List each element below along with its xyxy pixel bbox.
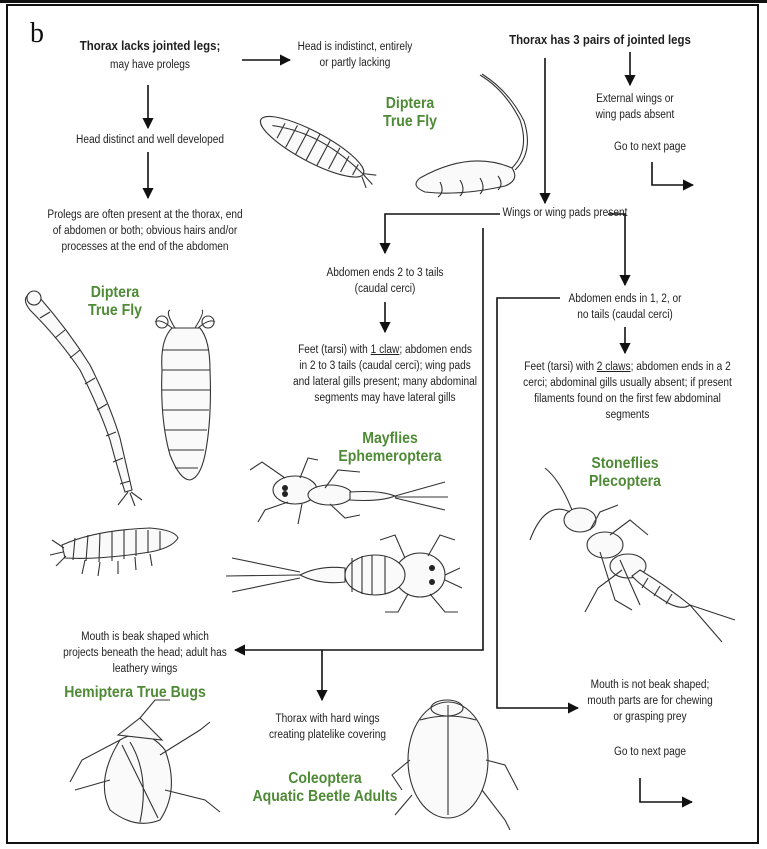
feet-1-claw-line1: Feet (tarsi) with 1 claw; abdomen ends (279, 343, 490, 358)
mouth-not-beak-line1: Mouth is not beak shaped; (584, 678, 716, 693)
mosquito-larva-illustration (25, 291, 142, 506)
feet-1-claw-post: ; abdomen ends (399, 344, 472, 356)
taxon-mayflies-line2: Ephemeroptera (328, 448, 451, 466)
mouth-not-beak-line3: or grasping prey (584, 710, 716, 725)
taxon-stoneflies-line2: Plecoptera (568, 473, 682, 491)
mouth-beak-line1: Mouth is beak shaped which (48, 630, 242, 645)
cranefly-larva-illustration (50, 528, 178, 576)
feet-2-claws-line2: cerci; abdominal gills usually absent; i… (520, 376, 736, 391)
taxon-diptera-1-line1: Diptera (362, 95, 459, 113)
diving-beetle-illustration (392, 700, 518, 830)
taxon-hemiptera: Hemiptera True Bugs (47, 684, 223, 702)
taxon-mayflies-line1: Mayflies (328, 430, 451, 448)
head-indistinct-line2: or partly lacking (293, 56, 416, 71)
abdomen-2-3-line1: Abdomen ends 2 to 3 tails (319, 266, 451, 281)
thorax-3-pairs-title: Thorax has 3 pairs of jointed legs (486, 32, 715, 47)
feet-1-claw-line4: segments may have lateral gills (279, 391, 490, 406)
water-boatman-illustration (70, 700, 220, 823)
feet-2-claws-line1: Feet (tarsi) with 2 claws; abdomen ends … (520, 360, 736, 375)
feet-2-claws-line3: filaments found on the first few abdomin… (520, 392, 736, 407)
thorax-hard-wings-line2: creating platelike covering (264, 728, 392, 743)
feet-1-claw-line3: and lateral gills present; many abdomina… (279, 375, 490, 390)
feet-2-claws-pre: Feet (tarsi) with (524, 361, 597, 373)
taxon-diptera-2-line2: True Fly (67, 302, 164, 320)
wings-absent-line2: wing pads absent (582, 108, 688, 123)
taxon-diptera-2-line1: Diptera (67, 284, 164, 302)
mouth-beak-line2: projects beneath the head; adult has (48, 646, 242, 661)
head-distinct: Head distinct and well developed (66, 133, 233, 148)
stonefly-nymph-illustration (530, 468, 735, 642)
abdomen-1-2-line2: no tails (caudal cerci) (563, 308, 686, 323)
feet-1-claw-line2: in 2 to 3 tails (caudal cerci); wing pad… (279, 359, 490, 374)
prolegs-line2: of abdomen or both; obvious hairs and/or (35, 224, 255, 239)
mayfly-nymph-large-illustration (226, 535, 462, 612)
prolegs-line1: Prolegs are often present at the thorax,… (35, 208, 255, 223)
feet-2-claws-post: ; abdomen ends in a 2 (631, 361, 731, 373)
feet-2-claws-line4: segments (520, 408, 736, 423)
mouth-not-beak-line2: mouth parts are for chewing (584, 694, 716, 709)
thorax-lacks-legs-sub: may have prolegs (71, 58, 229, 73)
taxon-stoneflies-line1: Stoneflies (568, 455, 682, 473)
wings-present: Wings or wing pads present (499, 206, 631, 221)
abdomen-1-2-line1: Abdomen ends in 1, 2, or (563, 292, 686, 307)
head-indistinct-line1: Head is indistinct, entirely (293, 40, 416, 55)
abdomen-2-3-line2: (caudal cerci) (319, 282, 451, 297)
prolegs-line3: processes at the end of the abdomen (35, 240, 255, 255)
mayfly-nymph-illustration (250, 458, 448, 524)
feet-1-claw-pre: Feet (tarsi) with (298, 344, 371, 356)
midge-larva-illustration (155, 310, 215, 480)
taxon-coleoptera-line1: Coleoptera (250, 770, 400, 788)
mouth-beak-line3: leathery wings (48, 662, 242, 677)
taxon-coleoptera-line2: Aquatic Beetle Adults (250, 788, 400, 806)
go-next-page-2: Go to next page (606, 745, 694, 760)
wings-absent-line1: External wings or (582, 92, 688, 107)
taxon-diptera-1-line2: True Fly (362, 113, 459, 131)
thorax-lacks-legs-title: Thorax lacks jointed legs; (71, 38, 229, 53)
feet-2-claws-underlined: 2 claws (597, 361, 631, 373)
thorax-hard-wings-line1: Thorax with hard wings (264, 712, 392, 727)
feet-1-claw-underlined: 1 claw (371, 344, 400, 356)
rat-tailed-maggot-illustration (416, 74, 527, 197)
go-next-page-1: Go to next page (606, 140, 694, 155)
